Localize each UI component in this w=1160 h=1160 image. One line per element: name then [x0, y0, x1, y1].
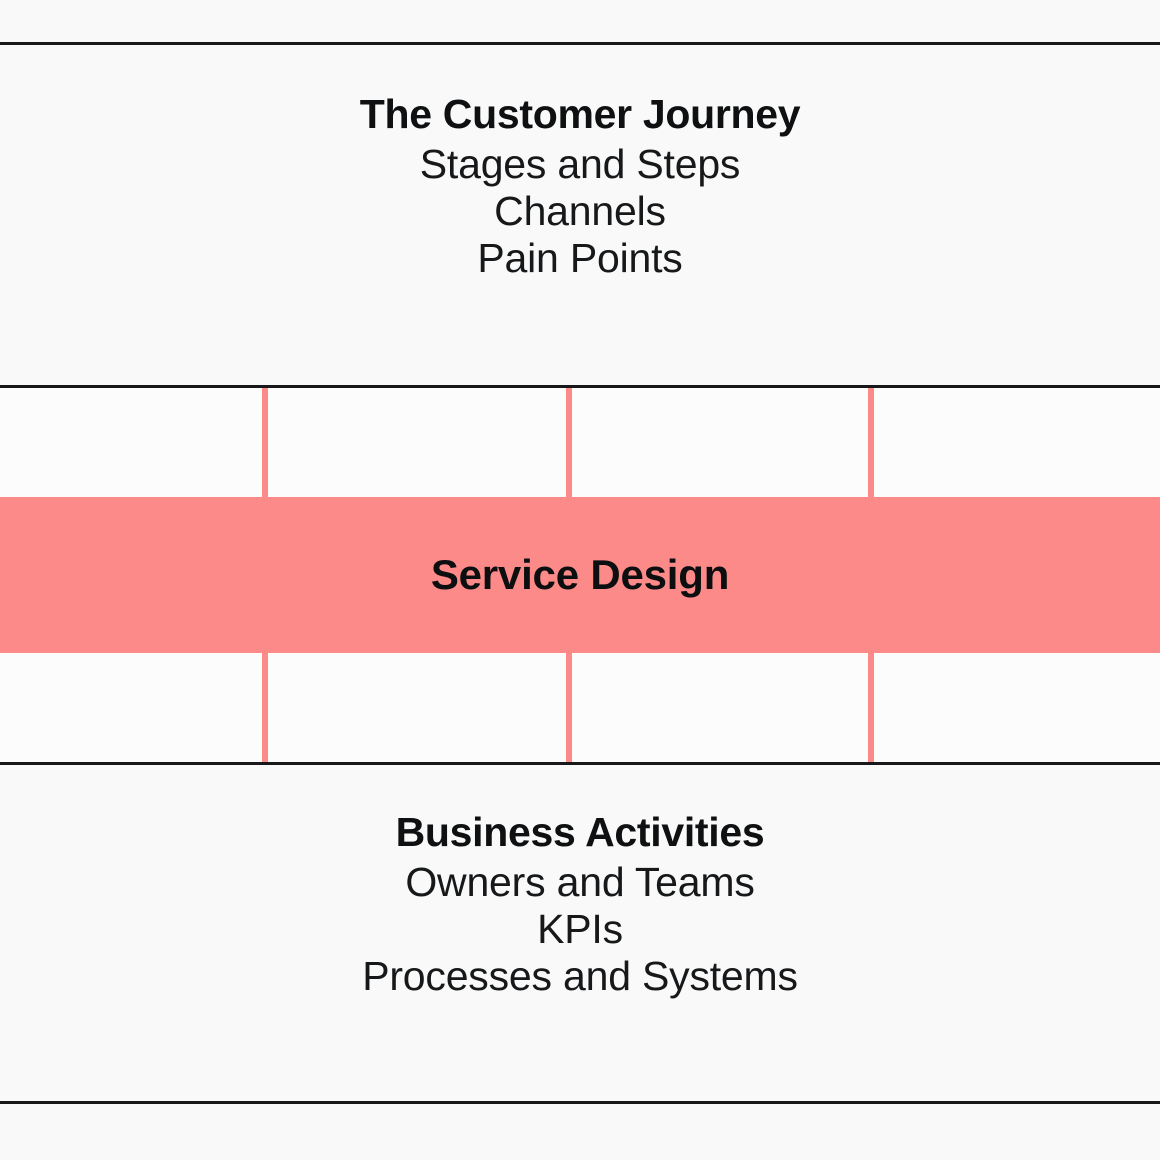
business-activities-line-kpis: KPIs [537, 906, 623, 952]
customer-journey-section: The Customer Journey Stages and Steps Ch… [0, 94, 1160, 279]
top-divider-rule [0, 42, 1160, 45]
business-activities-line-owners: Owners and Teams [405, 859, 755, 905]
lower-middle-divider-rule [0, 762, 1160, 765]
customer-journey-line-pain-points: Pain Points [477, 235, 683, 281]
service-design-label: Service Design [430, 551, 730, 598]
bottom-divider-rule [0, 1101, 1160, 1104]
business-activities-section: Business Activities Owners and Teams KPI… [0, 812, 1160, 997]
upper-middle-divider-rule [0, 385, 1160, 388]
business-activities-line-processes: Processes and Systems [362, 953, 798, 999]
service-design-band: Service Design [0, 497, 1160, 653]
customer-journey-title: The Customer Journey [359, 91, 801, 137]
customer-journey-line-stages: Stages and Steps [419, 141, 741, 187]
business-activities-title: Business Activities [395, 809, 765, 855]
customer-journey-line-channels: Channels [494, 188, 666, 234]
